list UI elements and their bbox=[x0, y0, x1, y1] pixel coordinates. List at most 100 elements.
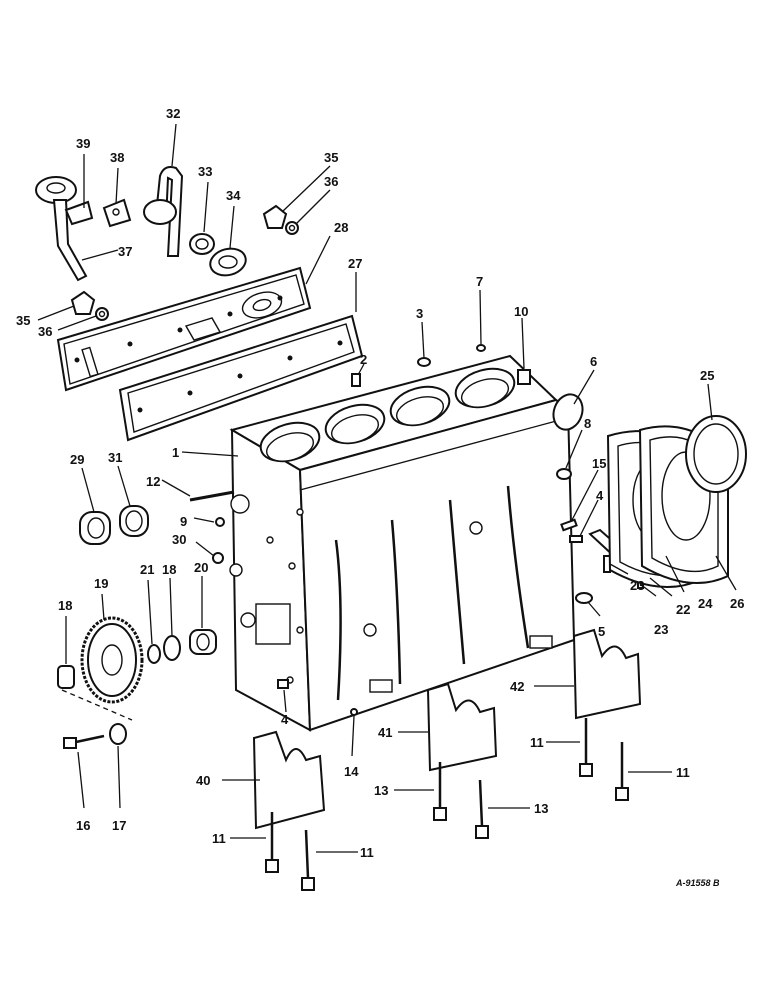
pin-4-right bbox=[569, 535, 583, 543]
sleeve-10 bbox=[517, 369, 531, 385]
label-7: 7 bbox=[476, 274, 483, 289]
label-9: 9 bbox=[180, 514, 187, 529]
label-35-top: 35 bbox=[324, 150, 338, 165]
plug-33 bbox=[189, 233, 215, 255]
hub-18-left bbox=[57, 665, 75, 689]
plug-30 bbox=[212, 552, 224, 564]
washer-36-left bbox=[95, 307, 109, 321]
label-30: 30 bbox=[172, 532, 186, 547]
label-21: 21 bbox=[140, 562, 154, 577]
leader-lines bbox=[37, 123, 737, 853]
label-36-top: 36 bbox=[324, 174, 338, 189]
label-8: 8 bbox=[584, 416, 591, 431]
label-13-a: 13 bbox=[374, 783, 388, 798]
label-20: 20 bbox=[194, 560, 208, 575]
label-18-left: 18 bbox=[58, 598, 72, 613]
label-28: 28 bbox=[334, 220, 348, 235]
label-4-right: 4 bbox=[596, 488, 604, 503]
label-37: 37 bbox=[118, 244, 132, 259]
plug-14 bbox=[350, 708, 358, 716]
bolt-11-d bbox=[615, 742, 629, 801]
drawing-code: A-91558 B bbox=[675, 878, 720, 888]
dowel-2 bbox=[351, 373, 361, 387]
washer-17 bbox=[109, 723, 127, 745]
label-2: 2 bbox=[360, 352, 367, 367]
label-13-b: 13 bbox=[534, 801, 548, 816]
plug-9 bbox=[215, 517, 225, 527]
label-16: 16 bbox=[76, 818, 90, 833]
label-5: 5 bbox=[598, 624, 605, 639]
seal-ring-25 bbox=[685, 415, 747, 493]
clip-39 bbox=[64, 200, 94, 226]
part-labels: 1 2 3 4 4 5 6 7 8 9 10 11 11 11 11 12 13… bbox=[16, 106, 744, 860]
bearing-cap-40 bbox=[252, 730, 326, 830]
label-14: 14 bbox=[344, 764, 359, 779]
label-11-a: 11 bbox=[212, 831, 226, 846]
label-12: 12 bbox=[146, 474, 160, 489]
label-24: 24 bbox=[698, 596, 713, 611]
label-33: 33 bbox=[198, 164, 212, 179]
label-35-left: 35 bbox=[16, 313, 30, 328]
dowel-15 bbox=[560, 518, 578, 532]
pin-4-left bbox=[277, 679, 289, 689]
breather-tube bbox=[143, 166, 184, 257]
fitting-35-left bbox=[70, 290, 96, 315]
washer-36-top bbox=[285, 221, 299, 235]
bolt-11-a bbox=[265, 812, 279, 873]
cover-6 bbox=[552, 393, 584, 431]
label-27: 27 bbox=[348, 256, 362, 271]
label-42: 42 bbox=[510, 679, 524, 694]
label-4-left: 4 bbox=[281, 712, 289, 727]
label-11-b: 11 bbox=[360, 845, 374, 860]
label-11-d: 11 bbox=[676, 765, 690, 780]
bushing-31 bbox=[119, 505, 149, 537]
washer-21 bbox=[147, 644, 161, 664]
label-31: 31 bbox=[108, 450, 122, 465]
plug-3 bbox=[417, 357, 431, 367]
label-29: 29 bbox=[70, 452, 84, 467]
plug-8 bbox=[556, 468, 572, 480]
clip-38 bbox=[102, 198, 132, 228]
oil-filler-tube bbox=[35, 176, 88, 282]
label-1: 1 bbox=[172, 445, 179, 460]
label-38: 38 bbox=[110, 150, 124, 165]
fitting-35-top bbox=[262, 204, 288, 229]
bolt-11-b bbox=[301, 829, 315, 891]
stud-12 bbox=[189, 490, 235, 502]
bolt-13-a bbox=[433, 762, 447, 821]
bearing-cap-41 bbox=[426, 682, 498, 772]
label-3: 3 bbox=[416, 306, 423, 321]
bushing-29 bbox=[79, 511, 111, 545]
label-6: 6 bbox=[590, 354, 597, 369]
label-22: 22 bbox=[676, 602, 690, 617]
label-26: 26 bbox=[730, 596, 744, 611]
flange-34 bbox=[209, 247, 247, 277]
bolt-16 bbox=[63, 734, 105, 749]
label-23-b: 23 bbox=[654, 622, 668, 637]
plug-7 bbox=[476, 344, 486, 352]
pin-5 bbox=[575, 592, 593, 604]
bushing-20 bbox=[189, 629, 217, 655]
label-39: 39 bbox=[76, 136, 90, 151]
bolt-11-c bbox=[579, 718, 593, 777]
label-25: 25 bbox=[700, 368, 714, 383]
bearing-18 bbox=[163, 635, 181, 661]
label-19: 19 bbox=[94, 576, 108, 591]
bolt-13-b bbox=[475, 779, 489, 839]
label-40: 40 bbox=[196, 773, 210, 788]
label-36-left: 36 bbox=[38, 324, 52, 339]
label-23-a: 23 bbox=[630, 578, 644, 593]
bearing-cap-42 bbox=[572, 628, 642, 720]
camshaft-gear-19 bbox=[80, 616, 144, 704]
cylinder-block bbox=[229, 354, 576, 732]
label-15: 15 bbox=[592, 456, 606, 471]
label-11-c: 11 bbox=[530, 735, 544, 750]
label-10: 10 bbox=[514, 304, 528, 319]
label-17: 17 bbox=[112, 818, 126, 833]
side-cover-plate bbox=[74, 295, 364, 442]
label-41: 41 bbox=[378, 725, 392, 740]
label-32: 32 bbox=[166, 106, 180, 121]
label-34: 34 bbox=[226, 188, 241, 203]
label-18-right: 18 bbox=[162, 562, 176, 577]
